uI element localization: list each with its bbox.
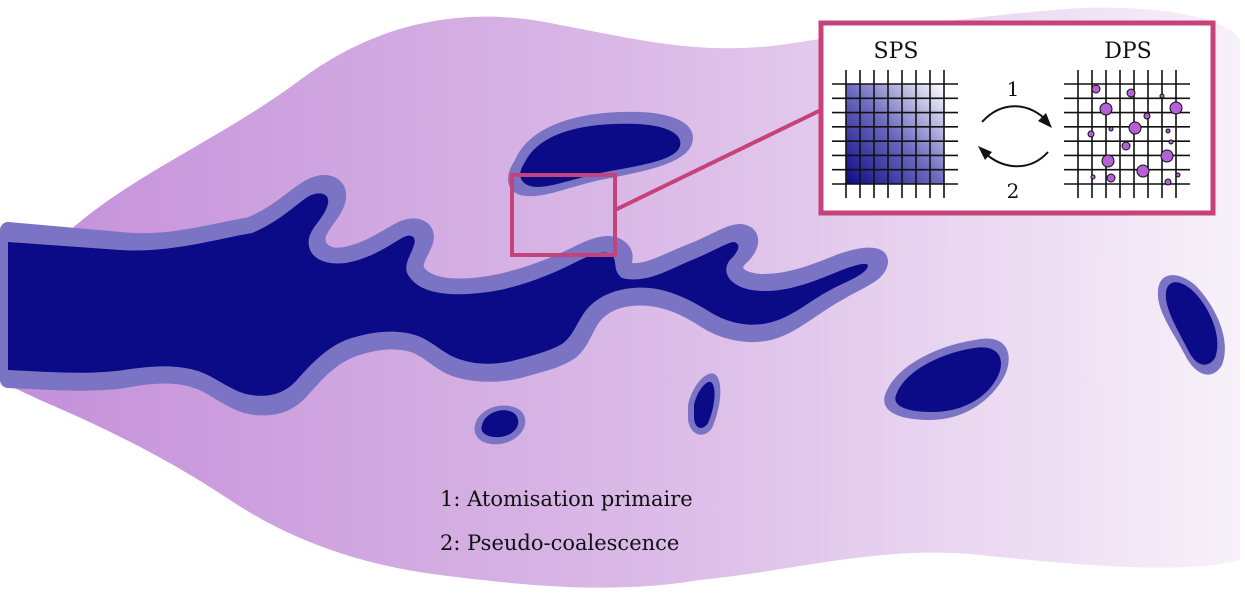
droplet — [1165, 128, 1171, 134]
liquid-blob-right-2 — [1157, 275, 1225, 375]
droplet — [1121, 141, 1131, 151]
sps-grid — [832, 70, 958, 198]
droplet — [1091, 84, 1101, 94]
droplet — [1090, 174, 1096, 180]
droplet — [1087, 130, 1095, 138]
droplet — [1168, 139, 1174, 145]
droplet — [1160, 149, 1174, 163]
liquid-blob-small-2 — [688, 373, 721, 435]
arrow-forward-head-icon — [1038, 113, 1052, 128]
legend-item-pseudo-coalescence: 2: Pseudo-coalescence — [440, 531, 679, 555]
dps-title: DPS — [1104, 39, 1152, 64]
droplet — [1128, 121, 1142, 135]
arrow-backward-icon — [983, 151, 1049, 168]
arrow-forward-label: 1 — [1007, 77, 1020, 101]
inset-panel: SPS DPS 1 2 — [818, 20, 1216, 216]
droplet — [1169, 101, 1183, 115]
liquid-jet — [0, 175, 888, 416]
droplet — [1159, 93, 1165, 99]
legend-item-primary-atomisation: 1: Atomisation primaire — [440, 487, 693, 511]
droplet — [1136, 164, 1150, 178]
dps-droplets — [1087, 84, 1183, 186]
sps-gradient-field — [846, 84, 944, 184]
droplet — [1099, 102, 1113, 116]
sps-title: SPS — [874, 39, 919, 64]
droplet — [1108, 126, 1114, 132]
droplet — [1101, 154, 1115, 168]
droplet — [1164, 178, 1172, 186]
liquid-blob-right-1 — [884, 338, 1009, 420]
droplet — [1175, 172, 1181, 178]
arrow-forward-icon — [981, 105, 1049, 123]
arrow-backward-label: 2 — [1007, 179, 1020, 203]
zoom-connector-line — [614, 108, 822, 212]
liquid-blob-small-1 — [474, 405, 526, 445]
droplet — [1106, 173, 1116, 183]
droplet — [1143, 112, 1151, 120]
zoom-window — [510, 173, 617, 257]
droplet — [1126, 88, 1136, 98]
arrow-backward-head-icon — [978, 146, 992, 160]
